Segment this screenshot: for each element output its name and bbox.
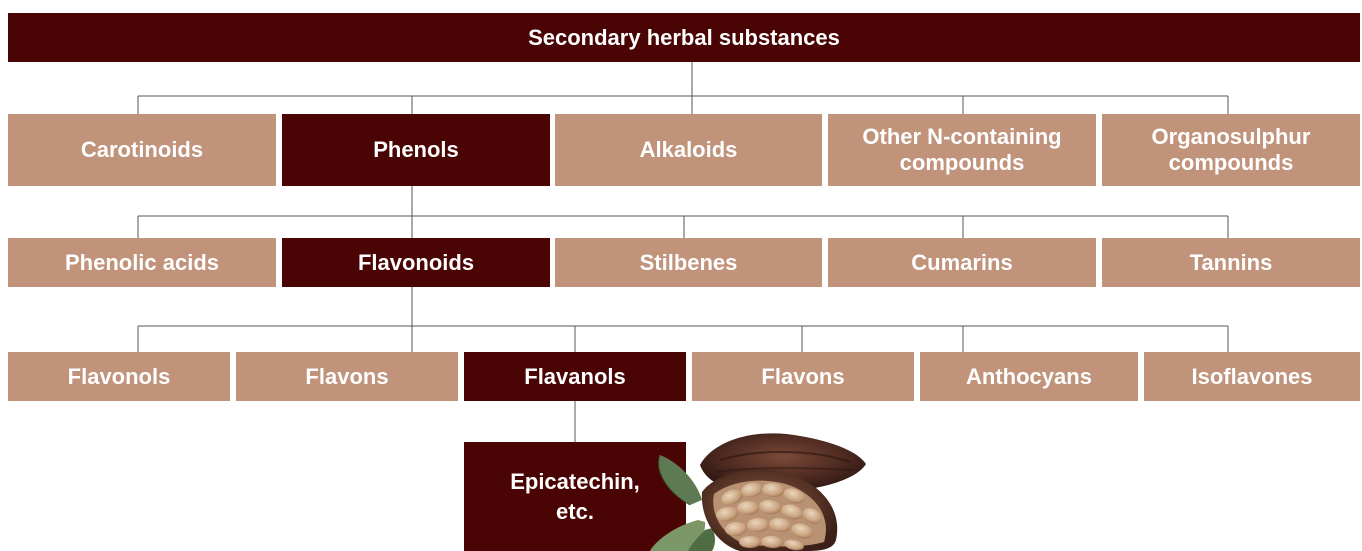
leaf-icon xyxy=(659,455,702,505)
